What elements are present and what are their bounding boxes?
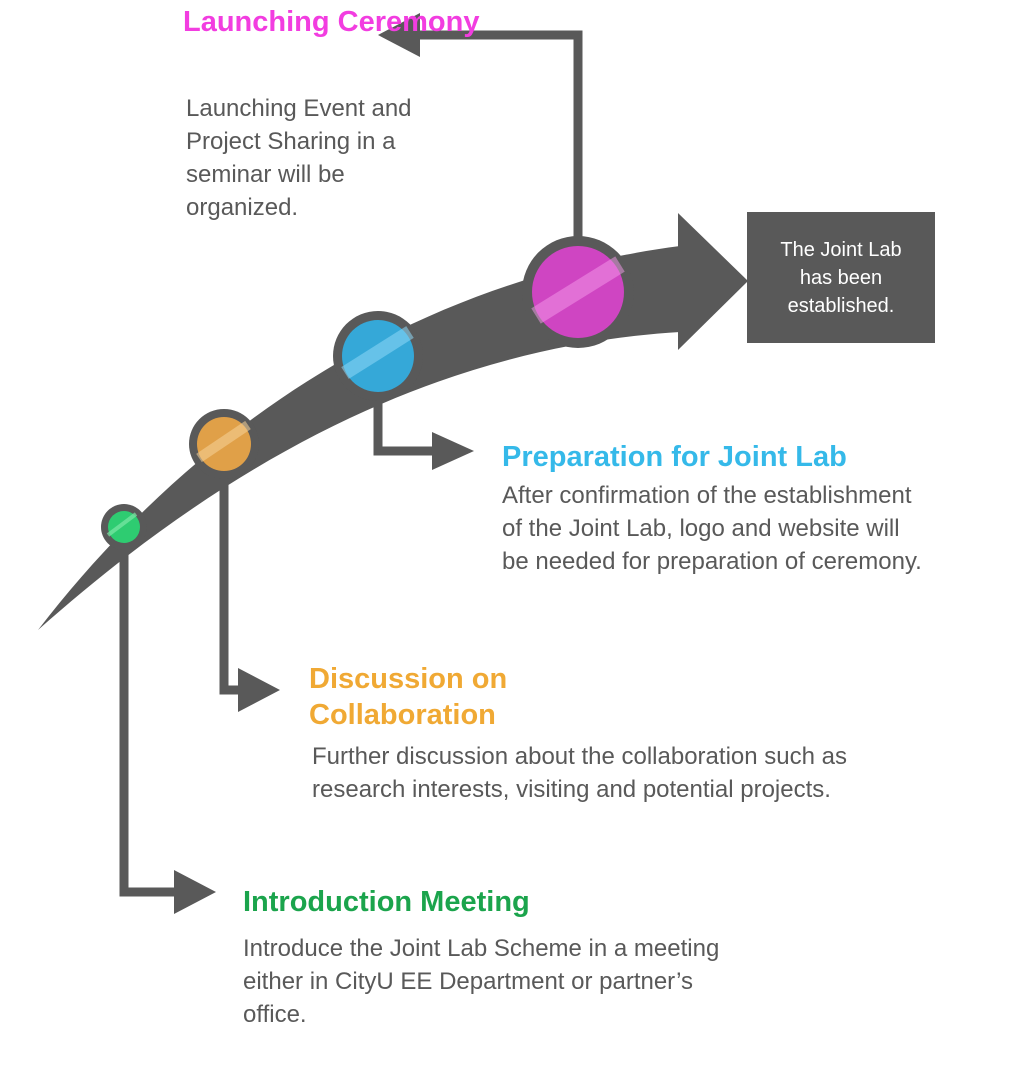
milestone-prep — [333, 311, 423, 401]
milestone-launch — [522, 236, 634, 348]
stage-description-preparation: After confirmation of the establishment … — [502, 482, 922, 575]
milestone-disc — [189, 409, 259, 479]
milestone-intro — [101, 504, 147, 550]
stage-title-preparation: Preparation for Joint Lab — [502, 441, 847, 473]
timeline-arrowhead — [678, 213, 748, 350]
stage-title-launching-ceremony: Launching Ceremony — [183, 6, 480, 38]
connector-launch — [420, 30, 583, 245]
connector-intro — [119, 545, 174, 897]
stage-description-launching-ceremony: Launching Event and Project Sharing in a… — [186, 95, 412, 221]
stage-description-discussion: Further discussion about the collaborati… — [312, 743, 847, 803]
connector-prep — [373, 395, 432, 456]
stage-title-discussion: Discussion on Collaboration — [309, 663, 508, 731]
arrow-intro — [174, 870, 216, 914]
arrow-disc — [238, 668, 280, 712]
stage-description-introduction: Introduce the Joint Lab Scheme in a meet… — [243, 935, 720, 1028]
result-text: The Joint Lab has been established. — [780, 238, 902, 317]
stage-title-introduction: Introduction Meeting — [243, 886, 530, 918]
arrow-prep — [432, 432, 474, 470]
result-box: The Joint Lab has been established. — [747, 212, 935, 343]
arrow-launch — [378, 13, 420, 57]
timeline-curve — [38, 246, 680, 630]
connector-disc — [219, 475, 238, 695]
